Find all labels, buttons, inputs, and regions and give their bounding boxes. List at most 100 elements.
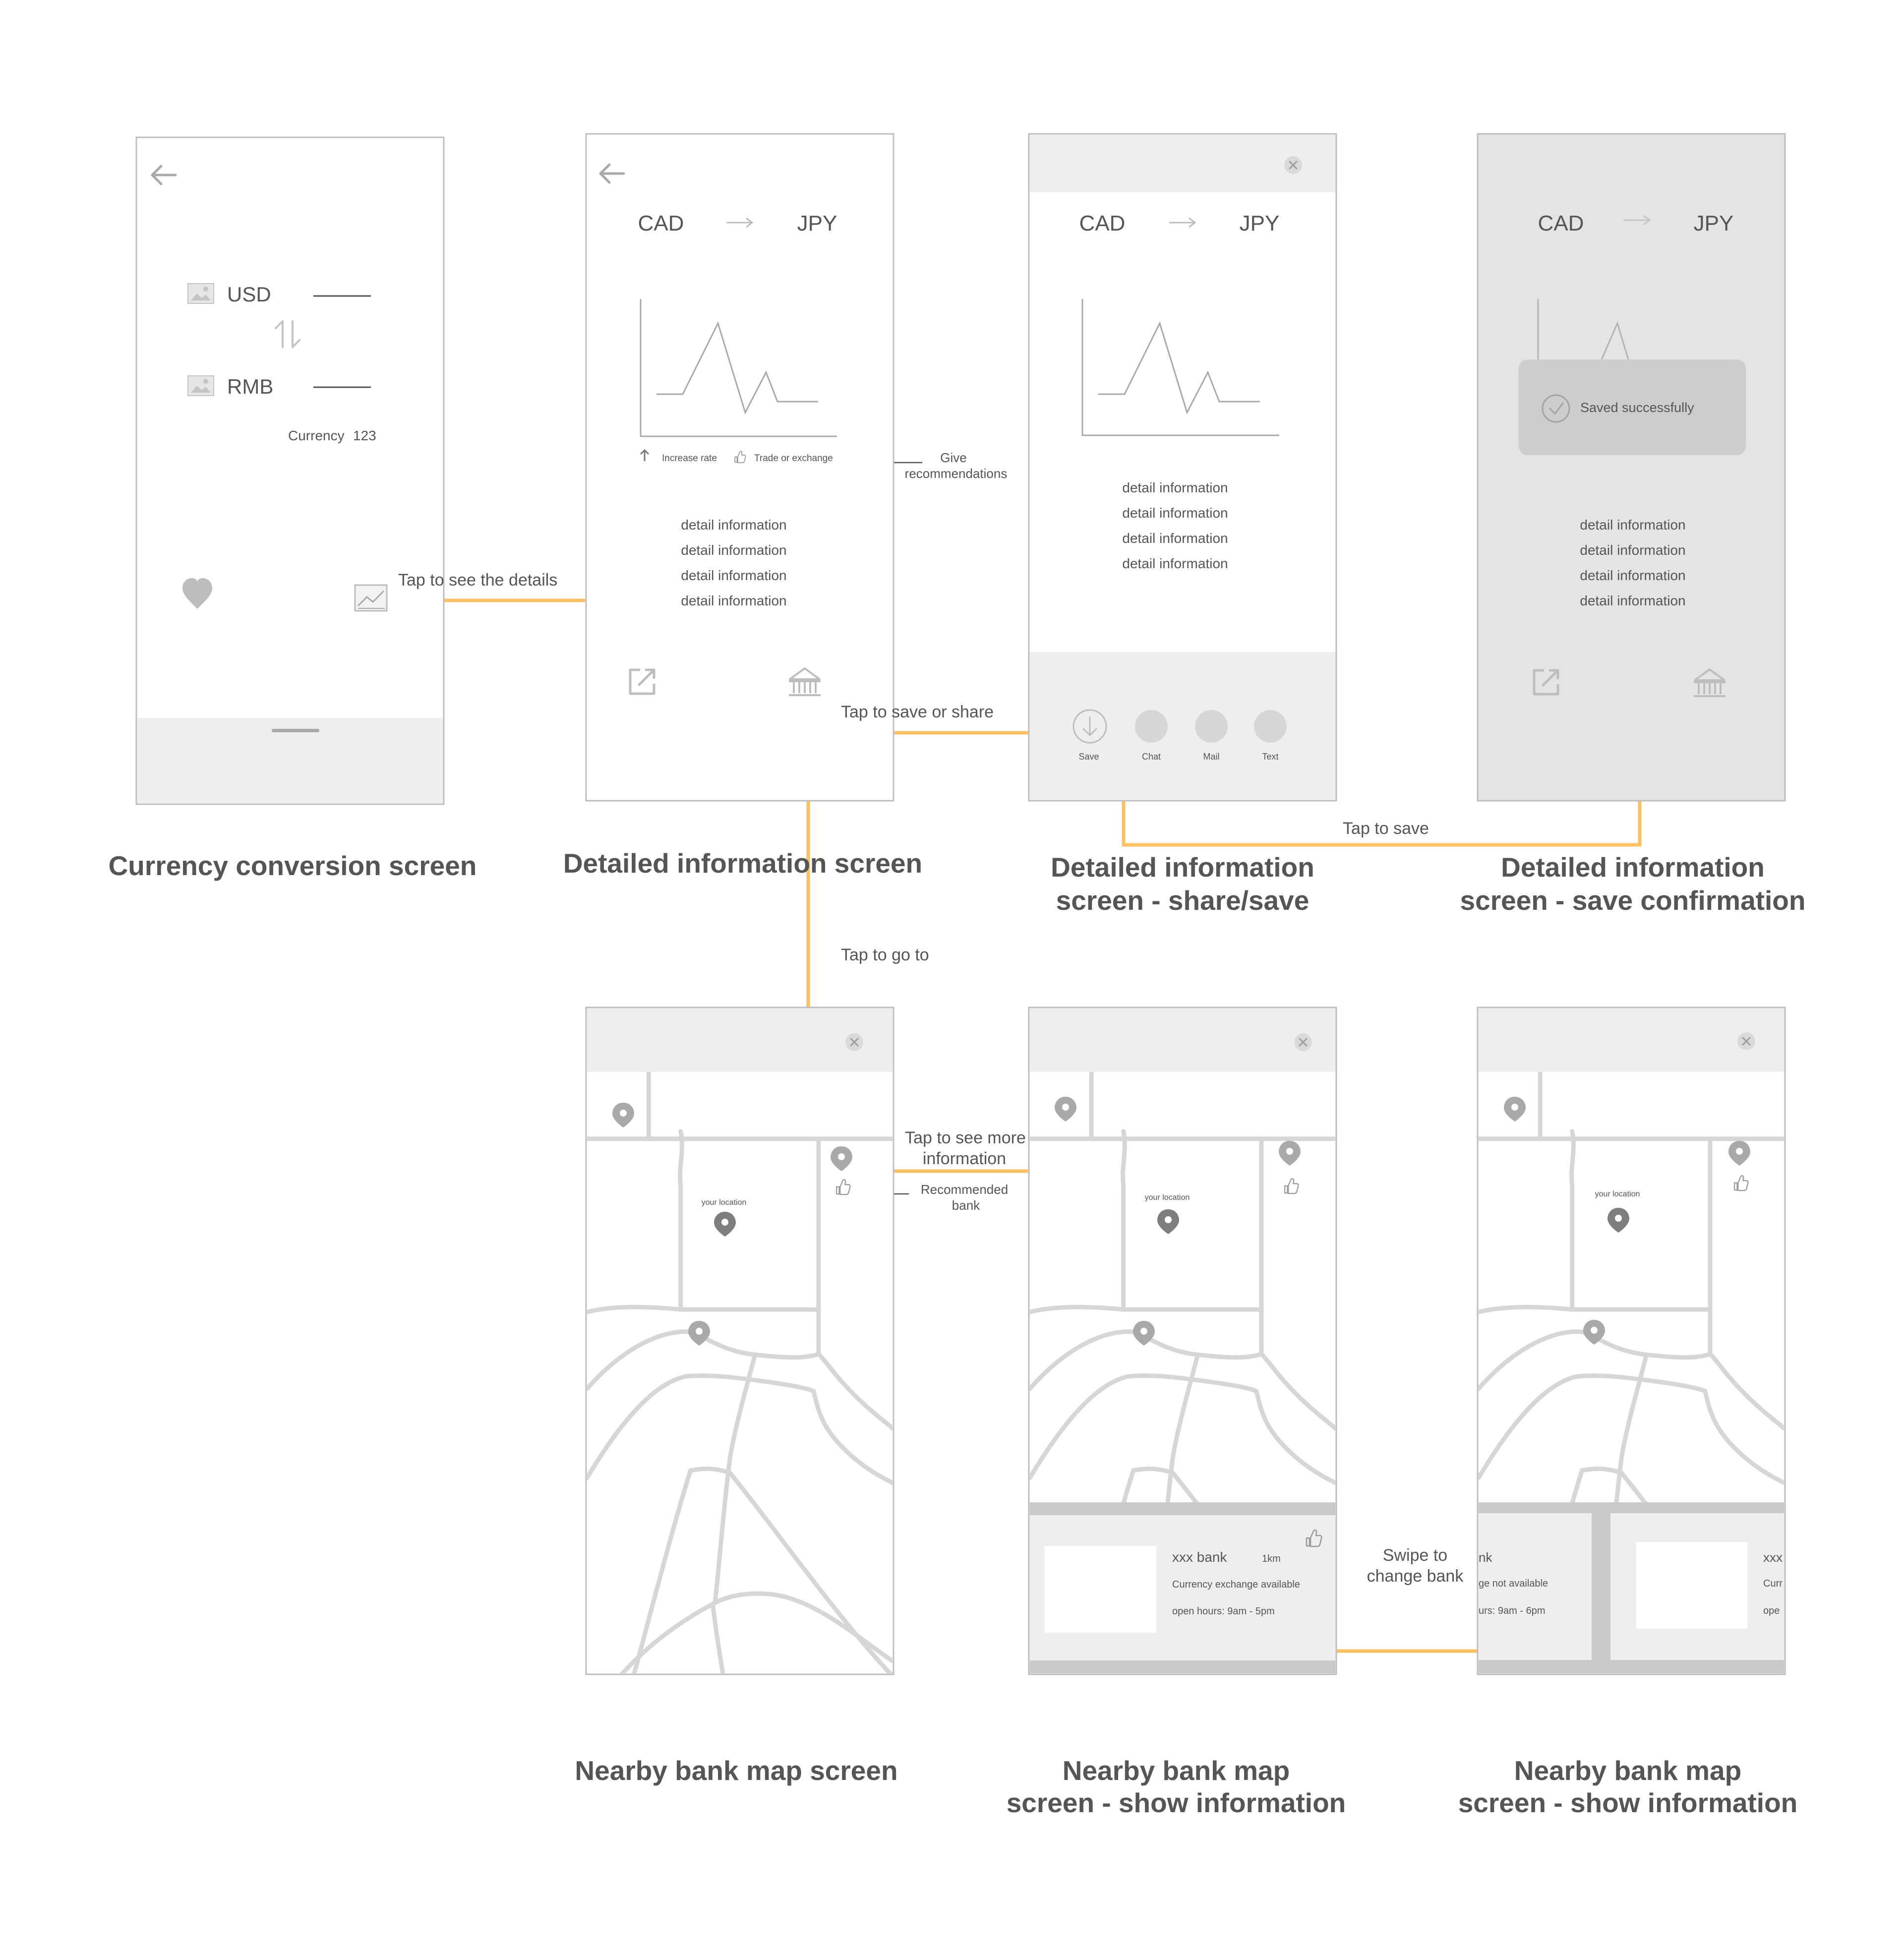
chart-axes: [1081, 299, 1279, 436]
from-currency: CAD: [638, 211, 684, 236]
detail-line: detail information: [681, 593, 786, 608]
currency-label: Currency: [288, 428, 345, 443]
bank-service: Currency exchange available: [1172, 1579, 1300, 1590]
detail-line: detail information: [1580, 517, 1685, 532]
bank-service: Curr: [1763, 1578, 1783, 1589]
close-icon[interactable]: [1283, 155, 1303, 175]
detail-list: detail information detail information de…: [681, 517, 786, 608]
back-arrow-icon: [151, 165, 177, 185]
image-icon: [187, 283, 214, 304]
bank-hours: urs: 9am - 6pm: [1479, 1605, 1545, 1616]
bank-info-card-left[interactable]: nk ge not available urs: 9am - 6pm: [1479, 1513, 1592, 1660]
share-save-screen: CAD JPY detail information detail inform…: [1028, 133, 1337, 802]
currency-conversion-screen: USD RMB Currency 123: [135, 136, 445, 805]
annotation-recommended-line2: bank: [952, 1198, 980, 1213]
your-location-label: your location: [1595, 1190, 1640, 1198]
heart-icon[interactable]: [182, 578, 212, 609]
bottom-sheet-handle[interactable]: [272, 729, 319, 732]
detailed-information-screen: CAD JPY Increase rate Trade or exchange …: [585, 133, 894, 802]
text-action-button[interactable]: Text: [1254, 710, 1287, 762]
bank-info-card-right[interactable]: xxx Curr ope: [1610, 1513, 1784, 1660]
saved-toast: Saved successfully: [1519, 359, 1746, 455]
annotation-give-line2: recommendations: [905, 466, 1008, 481]
top-bar: [1030, 1008, 1335, 1072]
annotation-tap-save-share: Tap to save or share: [841, 703, 994, 721]
annotation-swipe-line1: Swipe to: [1383, 1546, 1447, 1565]
annotation-tap-go: Tap to go to: [841, 946, 929, 964]
chat-action-button[interactable]: Chat: [1135, 710, 1168, 762]
close-icon[interactable]: [1293, 1032, 1313, 1052]
detail-line: detail information: [1122, 531, 1228, 546]
detail-line: detail information: [1580, 593, 1685, 608]
swap-icon[interactable]: [275, 320, 300, 348]
chart-axes: [640, 299, 837, 437]
rate-chart: [640, 299, 837, 437]
confirm-screen-caption-line1: Detailed information: [1501, 852, 1765, 883]
detail-line: detail information: [681, 568, 786, 583]
legend-trade-exchange: Trade or exchange: [754, 453, 833, 464]
action-label: Text: [1262, 752, 1278, 762]
flow-lines: [389, 598, 1642, 1653]
from-currency: CAD: [1538, 211, 1584, 236]
share-screen-caption-line2: screen - share/save: [1056, 885, 1309, 916]
annotation-give-line1: Give: [940, 450, 966, 465]
bank-name: xxx: [1763, 1550, 1783, 1565]
rate-chart: [1081, 299, 1279, 436]
back-arrow-icon: [599, 163, 625, 184]
bank-service: ge not available: [1479, 1578, 1548, 1589]
bank-name: xxx bank: [1172, 1549, 1227, 1565]
close-icon[interactable]: [1736, 1031, 1756, 1051]
bank-distance: 1km: [1262, 1553, 1281, 1564]
detail-line: detail information: [1122, 556, 1228, 571]
map3-caption-line1: Nearby bank map: [1514, 1755, 1742, 1786]
save-action-button[interactable]: Save: [1072, 709, 1107, 762]
legend-increase-rate: Increase rate: [662, 453, 717, 464]
annotation-tap-details: Tap to see the details: [398, 571, 557, 590]
to-currency-label: RMB: [227, 375, 273, 398]
bank-image-placeholder: [1045, 1546, 1156, 1633]
image-icon: [187, 375, 214, 396]
map2-caption-line2: screen - show information: [1007, 1787, 1346, 1818]
chart-icon[interactable]: [354, 584, 388, 612]
action-label: Save: [1078, 752, 1099, 762]
arrow-right-icon: [726, 217, 754, 228]
check-circle-icon: [1542, 394, 1570, 423]
to-currency: JPY: [1694, 211, 1734, 236]
from-currency-label: USD: [227, 283, 271, 306]
nearby-bank-map-screen: your location: [585, 1006, 894, 1675]
annotation-tap-save: Tap to save: [1343, 819, 1429, 838]
close-icon[interactable]: [844, 1032, 864, 1052]
detail-line: detail information: [1122, 505, 1228, 521]
annotation-tap-more-line2: information: [923, 1149, 1006, 1168]
bank-hours: open hours: 9am - 5pm: [1172, 1606, 1275, 1617]
chart-series-line: [1098, 321, 1260, 414]
detail-line: detail information: [1580, 542, 1685, 558]
confirm-screen-caption-line2: screen - save confirmation: [1460, 885, 1806, 916]
your-location-label: your location: [702, 1198, 747, 1207]
bank-info-card[interactable]: xxx bank 1km Currency exchange available…: [1030, 1515, 1335, 1660]
bank-image-placeholder: [1636, 1542, 1747, 1629]
increase-arrow-icon: [640, 449, 650, 461]
detail-list: detail information detail information de…: [1122, 480, 1228, 571]
share-sheet: [1030, 652, 1335, 800]
annotations: Tap to see the details Give recommendati…: [398, 450, 1464, 1586]
to-currency: JPY: [1240, 211, 1280, 236]
detail-list: detail information detail information de…: [1580, 517, 1685, 608]
nearby-bank-map-swipe-screen: your location nk ge not available urs: 9…: [1477, 1006, 1786, 1675]
download-icon: [1082, 716, 1098, 737]
your-location-label: your location: [1145, 1193, 1190, 1202]
action-label: Mail: [1203, 752, 1219, 762]
chart-series-line: [656, 321, 818, 414]
detail-line: detail information: [1122, 480, 1228, 495]
from-currency: CAD: [1079, 211, 1126, 236]
to-currency: JPY: [797, 211, 837, 236]
detail-screen-caption: Detailed information screen: [563, 848, 922, 879]
arrow-right-icon: [1169, 217, 1196, 228]
bank-hours: ope: [1763, 1605, 1780, 1616]
arrow-right-icon: [1624, 215, 1651, 226]
mail-action-button[interactable]: Mail: [1195, 710, 1228, 762]
chart-fragment: [1537, 299, 1629, 361]
detail-line: detail information: [1580, 568, 1685, 583]
